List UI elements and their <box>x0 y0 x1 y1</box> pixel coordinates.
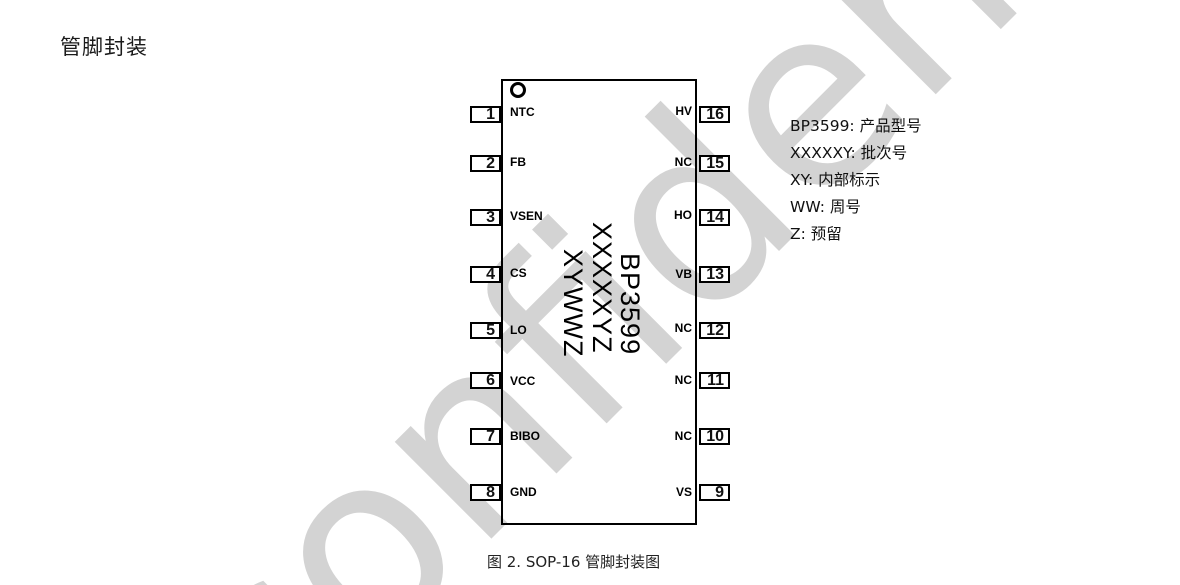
legend-item: WW: 周号 <box>790 198 861 216</box>
pin-label-6: VCC <box>510 374 536 388</box>
pin-number-8: 8 <box>470 484 501 501</box>
pin-label-13: VB <box>675 267 692 281</box>
pin-number-12: 12 <box>699 322 730 339</box>
section-title: 管脚封装 <box>60 35 148 59</box>
pin-number-9: 9 <box>699 484 730 501</box>
pin-label-1: NTC <box>510 105 535 119</box>
pin-label-15: NC <box>674 155 692 169</box>
pin-label-14: HO <box>674 208 692 222</box>
legend-item: XXXXXY: 批次号 <box>790 144 908 162</box>
pin-number-10: 10 <box>699 428 730 445</box>
pin-label-11: NC <box>674 373 692 387</box>
pin-label-7: BIBO <box>510 429 540 443</box>
pin-label-3: VSEN <box>510 209 543 223</box>
marking-line-1: BP3599 <box>615 253 645 356</box>
chip-body <box>501 79 697 525</box>
pin-label-2: FB <box>510 155 526 169</box>
legend-item: Z: 预留 <box>790 225 842 243</box>
pin-number-4: 4 <box>470 266 501 283</box>
pin-number-11: 11 <box>699 372 730 389</box>
pin-label-10: NC <box>674 429 692 443</box>
pin-number-16: 16 <box>699 106 730 123</box>
pin-number-3: 3 <box>470 209 501 226</box>
pin-number-14: 14 <box>699 209 730 226</box>
pin-label-12: NC <box>674 321 692 335</box>
marking-line-2: XXXXXYZ <box>587 222 617 354</box>
legend-item: BP3599: 产品型号 <box>790 117 922 135</box>
figure-caption: 图 2. SOP-16 管脚封装图 <box>487 553 661 571</box>
pin-number-2: 2 <box>470 155 501 172</box>
pin-label-5: LO <box>510 323 527 337</box>
pin-label-9: VS <box>675 485 692 499</box>
marking-legend: BP3599: 产品型号 XXXXXY: 批次号 XY: 内部标示 WW: 周号… <box>790 113 922 248</box>
marking-line-3: XYWWZ <box>558 249 588 358</box>
pin-number-6: 6 <box>470 372 501 389</box>
pin-label-4: CS <box>510 266 527 280</box>
pin-number-15: 15 <box>699 155 730 172</box>
legend-item: XY: 内部标示 <box>790 171 881 189</box>
pin-label-16: HV <box>675 104 692 118</box>
pin-label-8: GND <box>510 485 537 499</box>
pin1-indicator-icon <box>510 82 526 98</box>
pin-number-7: 7 <box>470 428 501 445</box>
pin-number-13: 13 <box>699 266 730 283</box>
pin-number-1: 1 <box>470 106 501 123</box>
pin-number-5: 5 <box>470 322 501 339</box>
